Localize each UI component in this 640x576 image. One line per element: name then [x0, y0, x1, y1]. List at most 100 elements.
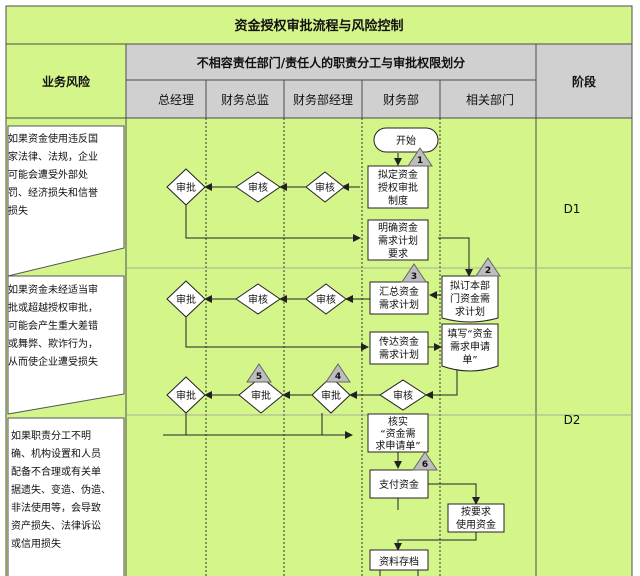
- verify-request-node: [367, 413, 429, 453]
- archive-node: [369, 549, 429, 571]
- risk-text-line: 可能会产生重大差错: [8, 319, 98, 332]
- node-label: 制度: [388, 194, 408, 207]
- stage-header-cell: [535, 43, 633, 119]
- col-header-gm: 总经理: [158, 93, 194, 107]
- col-header-cell: [205, 79, 285, 119]
- risk-text-line: 如果资金使用违反国: [8, 132, 98, 145]
- use-funds-node: [447, 503, 505, 533]
- risk-marker-6: [412, 451, 438, 471]
- start-node-label: 开始: [396, 134, 416, 147]
- node-label: 传达资金: [379, 335, 419, 348]
- approve-node-label: 审批: [176, 181, 196, 194]
- pay-funds-node: [369, 469, 429, 499]
- risk-marker-1: [407, 147, 433, 167]
- dept-plan-node: [441, 275, 499, 323]
- risk-header-label: 业务风险: [42, 74, 91, 89]
- approve-node-label: 审批: [176, 389, 196, 402]
- node-label: 按要求: [461, 505, 491, 518]
- approve-node-label: 审批: [321, 389, 341, 402]
- review-node: [235, 171, 281, 203]
- review-node-label: 审核: [248, 293, 268, 306]
- node-label: 填写“资金: [447, 327, 492, 340]
- node-label: 需求计划: [379, 348, 419, 361]
- node-label: 需求计划: [379, 298, 419, 311]
- node-label: 求计划: [455, 305, 485, 318]
- risk-marker-label: 3: [411, 272, 417, 282]
- risk-marker-3: [401, 263, 427, 283]
- risk-panel: [7, 125, 125, 277]
- stage-header-label: 阶段: [572, 74, 597, 89]
- approve-node: [238, 376, 284, 414]
- review-node-label: 审核: [393, 389, 413, 402]
- node-label: 需求申请: [450, 340, 490, 353]
- summarize-plan-node: [369, 281, 429, 315]
- approve-node-label: 审批: [251, 389, 271, 402]
- risk-text-line: 如果职责分工不明: [11, 429, 91, 442]
- approve-node: [166, 376, 206, 414]
- risk-text-line: 批或超越授权审批，: [8, 301, 98, 314]
- review-node: [379, 379, 427, 411]
- approve-node-label: 审批: [176, 293, 196, 306]
- risk-panel: [7, 275, 125, 415]
- risk-text-line: 家法律、法规，企业: [8, 150, 98, 163]
- risk-text-line: 非法使用等，会导致: [11, 501, 101, 514]
- risk-text-line: 或信用损失: [11, 537, 61, 550]
- risk-text-line: 如果资金未经适当审: [8, 283, 98, 296]
- review-node-label: 审核: [315, 181, 335, 194]
- risk-text-line: 可能会遭受外部处: [8, 168, 88, 181]
- risk-marker-4: [325, 363, 351, 383]
- risk-text-line: 配备不合理或有关单: [11, 465, 101, 478]
- node-label: 授权审批: [378, 181, 418, 194]
- risk-header-cell: [5, 43, 127, 119]
- node-label: 拟定资金: [378, 168, 418, 181]
- node-label: 需求计划: [378, 234, 418, 247]
- start-node: [373, 127, 439, 153]
- risk-marker-label: 1: [417, 156, 423, 166]
- title-cell: [5, 5, 633, 45]
- risk-text-line: 或舞弊、欺诈行为，: [8, 337, 98, 350]
- node-label: 门资金需: [450, 292, 490, 305]
- fill-request-form-node: [441, 323, 499, 372]
- risk-marker-label: 6: [422, 460, 428, 470]
- stage-label-d2: D2: [564, 413, 581, 427]
- node-label: 资料存档: [379, 555, 419, 568]
- risk-text-line: 资产损失、法律诉讼: [11, 519, 101, 532]
- chart-title: 资金授权审批流程与风险控制: [234, 18, 403, 34]
- risk-marker-label: 5: [256, 372, 262, 382]
- review-node-label: 审核: [248, 181, 268, 194]
- clarify-plan-node: [367, 219, 429, 261]
- risk-marker-label: 4: [335, 372, 341, 382]
- node-label: 核实: [388, 415, 408, 428]
- risk-text-line: 确、机构设置和人员: [11, 447, 101, 460]
- col-header-cfo: 财务总监: [221, 92, 269, 107]
- node-label: 要求: [388, 248, 408, 260]
- node-label: 明确资金: [378, 221, 418, 234]
- risk-text-line: 据遗失、变造、伪造、: [11, 483, 111, 496]
- node-label: 单”: [462, 354, 477, 366]
- risk-text-line: 损失: [8, 204, 28, 217]
- node-label: 使用资金: [456, 518, 496, 531]
- stage-label-d1: D1: [564, 202, 581, 216]
- connectors: [163, 153, 480, 576]
- transmit-plan-node: [369, 331, 429, 365]
- review-node: [305, 283, 347, 315]
- col-header-fin-dept: 财务部: [383, 92, 419, 107]
- stage-column-body: [535, 117, 633, 576]
- risk-marker-label: 2: [485, 266, 491, 276]
- risk-text-line: 从而使企业遭受损失: [8, 355, 98, 368]
- col-header-fin-mgr: 财务部经理: [293, 92, 353, 107]
- node-label: 求申请单”: [375, 439, 420, 452]
- col-header-related: 相关部门: [466, 92, 514, 107]
- review-node: [305, 171, 345, 203]
- risk-marker-2: [475, 257, 501, 277]
- approve-node: [166, 168, 206, 206]
- review-node: [235, 283, 281, 315]
- matrix-title: 不相容责任部门/责任人的职责分工与审批权限划分: [197, 55, 465, 70]
- review-node-label: 审核: [316, 293, 336, 306]
- draft-policy-node: [367, 165, 429, 209]
- node-label: 支付资金: [379, 478, 419, 491]
- matrix-title-cell: [125, 43, 537, 81]
- risk-marker-5: [246, 363, 272, 383]
